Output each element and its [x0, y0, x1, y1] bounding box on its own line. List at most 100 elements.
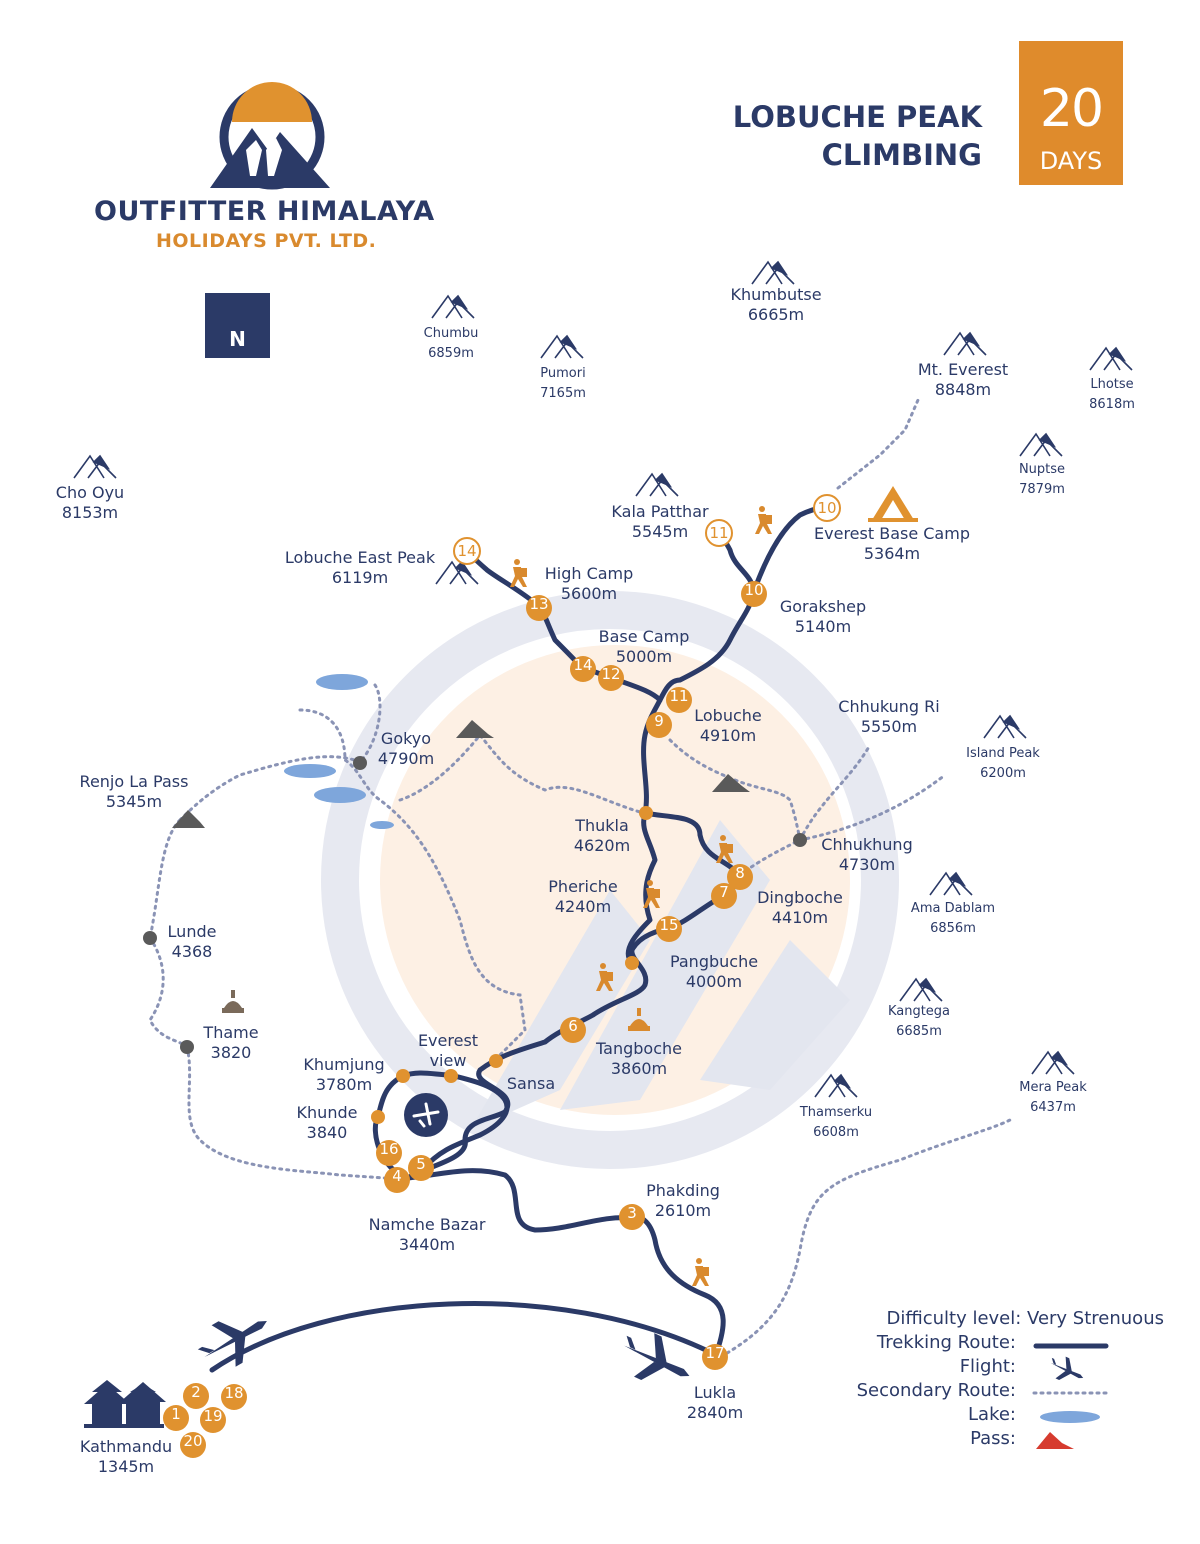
place-name: Dingboche [757, 888, 843, 907]
company-name: OUTFITTER HIMALAYA [94, 196, 435, 227]
place-elevation: 3820 [210, 1043, 252, 1062]
place-elevation: 5140m [794, 617, 852, 636]
place-elevation: 3860m [610, 1059, 668, 1078]
lakes [284, 674, 394, 829]
place-elevation: 6200m [980, 766, 1026, 781]
place-name: Lukla [693, 1383, 737, 1402]
place-elevation: 7165m [540, 386, 586, 401]
place-name: Mt. Everest [917, 360, 1009, 379]
place-elevation: 3840 [306, 1123, 348, 1142]
place-elevation: 4368 [171, 942, 213, 961]
mountain-icon [73, 454, 117, 479]
hiker-icon [692, 1258, 709, 1286]
mountain-icon [540, 334, 584, 359]
hiker-icon [755, 506, 772, 534]
airplane-icon [624, 1333, 690, 1381]
place-elevation: view [429, 1051, 467, 1070]
legend-secondary: Secondary Route: [856, 1380, 1016, 1401]
place-name: Lobuche [694, 706, 762, 725]
day-marker: 14 [570, 656, 596, 682]
place-name: Khumjung [303, 1055, 385, 1074]
trip-title: LOBUCHE PEAK CLIMBING [700, 98, 982, 174]
mountain-icon [1031, 1050, 1075, 1075]
place-elevation: 5364m [863, 544, 921, 563]
place-name: Thamserku [799, 1105, 873, 1120]
day-marker: 4 [384, 1167, 410, 1193]
place-elevation: 6856m [930, 921, 976, 936]
place-elevation: 5550m [860, 717, 918, 736]
stupa-icons [222, 990, 650, 1031]
tent-icon [868, 486, 918, 522]
place-name: Kathmandu [79, 1437, 173, 1456]
north-label: N [229, 327, 246, 351]
place-name: Pumori [540, 366, 586, 381]
day-marker: 12 [598, 665, 624, 691]
pass-icon [172, 810, 205, 828]
lake-icon [316, 674, 368, 690]
legend-pass: Pass: [970, 1428, 1016, 1449]
hiker-icon [510, 559, 527, 587]
place-elevation: 5345m [105, 792, 163, 811]
pass-icon [456, 720, 494, 738]
mountain-icon [899, 977, 943, 1002]
stupa-icon [222, 990, 244, 1013]
mountain-icon [435, 560, 479, 585]
day-marker: 11 [705, 519, 733, 547]
day-marker: 10 [813, 494, 841, 522]
legend-samples [1032, 1343, 1110, 1449]
day-marker: 6 [560, 1017, 586, 1043]
place-name: Everest Base Camp [814, 524, 970, 543]
trip-title-line1: LOBUCHE PEAK [732, 100, 982, 134]
place-name: Kangtega [887, 1004, 951, 1019]
place-elevation: 4240m [554, 897, 612, 916]
duration-unit: DAYS [1039, 147, 1103, 175]
place-name: Renjo La Pass [79, 772, 189, 791]
place-name: Phakding [646, 1181, 720, 1200]
day-marker: 16 [376, 1140, 402, 1166]
mountain-icon [751, 260, 795, 285]
company-logo [210, 82, 330, 190]
day-marker: 18 [221, 1384, 247, 1410]
place-name: Lhotse [1090, 377, 1134, 392]
trip-title-line2: CLIMBING [821, 138, 982, 172]
place-elevation: 4790m [377, 749, 435, 768]
place-elevation: 5545m [631, 522, 689, 541]
day-marker: 8 [727, 864, 753, 890]
place-name: Thukla [575, 816, 629, 835]
place-elevation: 4000m [685, 972, 743, 991]
mountain-icon [1089, 346, 1133, 371]
place-name: Sansa [506, 1074, 556, 1093]
place-elevation: 5000m [615, 647, 673, 666]
map-legend: Difficulty level: Very Strenuous Trekkin… [820, 1308, 1164, 1458]
stupa-icon [628, 1008, 650, 1031]
place-name: Everest [417, 1031, 479, 1050]
flight-route [209, 1301, 713, 1373]
gray-dots [143, 756, 807, 1054]
place-name: Tangboche [596, 1039, 682, 1058]
mountain-icon [943, 331, 987, 356]
place-name: Chumbu [423, 326, 479, 341]
place-elevation: 4910m [699, 726, 757, 745]
day-marker: 2 [183, 1383, 209, 1409]
legend-flight: Flight: [959, 1356, 1016, 1377]
place-elevation: 6119m [331, 568, 389, 587]
